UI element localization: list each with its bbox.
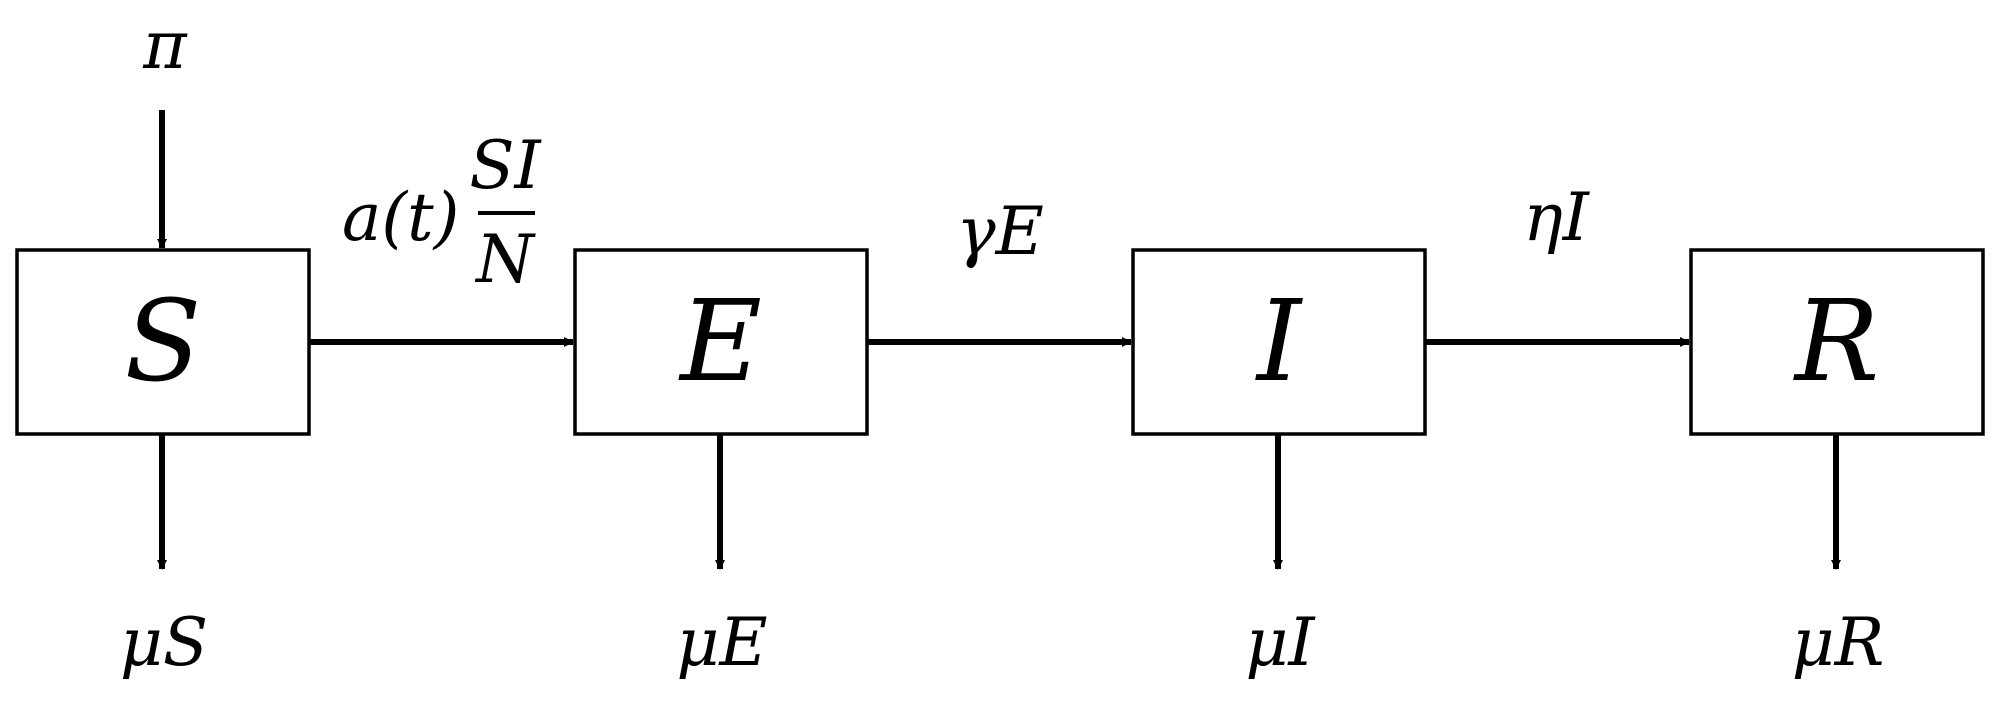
compartment-s-label: S — [125, 277, 202, 407]
s-to-e-rate-label: a(t) SI N — [342, 127, 543, 298]
compartment-r-box — [1689, 248, 1985, 436]
compartment-r-label: R — [1793, 277, 1879, 407]
r-outflow-label: μR — [1792, 604, 1885, 681]
compartment-r: R — [1689, 248, 1985, 436]
s-to-e-rate-numerator: SI — [469, 127, 542, 204]
compartment-i: I — [1131, 248, 1427, 436]
e-outflow-label: μE — [676, 604, 767, 681]
compartment-s: S — [15, 248, 311, 436]
compartment-i-label: I — [1255, 277, 1304, 407]
compartment-e-box — [573, 248, 869, 436]
s-to-e-rate-prefix: a(t) — [342, 179, 459, 256]
compartment-e-label: E — [678, 277, 762, 407]
inflow-label: π — [142, 7, 188, 84]
i-to-r-rate-label: ηI — [1523, 179, 1591, 256]
s-to-e-rate-denominator: N — [474, 221, 536, 298]
s-outflow-label: μS — [120, 604, 208, 681]
compartment-e: E — [573, 248, 869, 436]
i-outflow-label: μI — [1246, 604, 1317, 681]
e-to-i-rate-label: γE — [956, 193, 1044, 270]
